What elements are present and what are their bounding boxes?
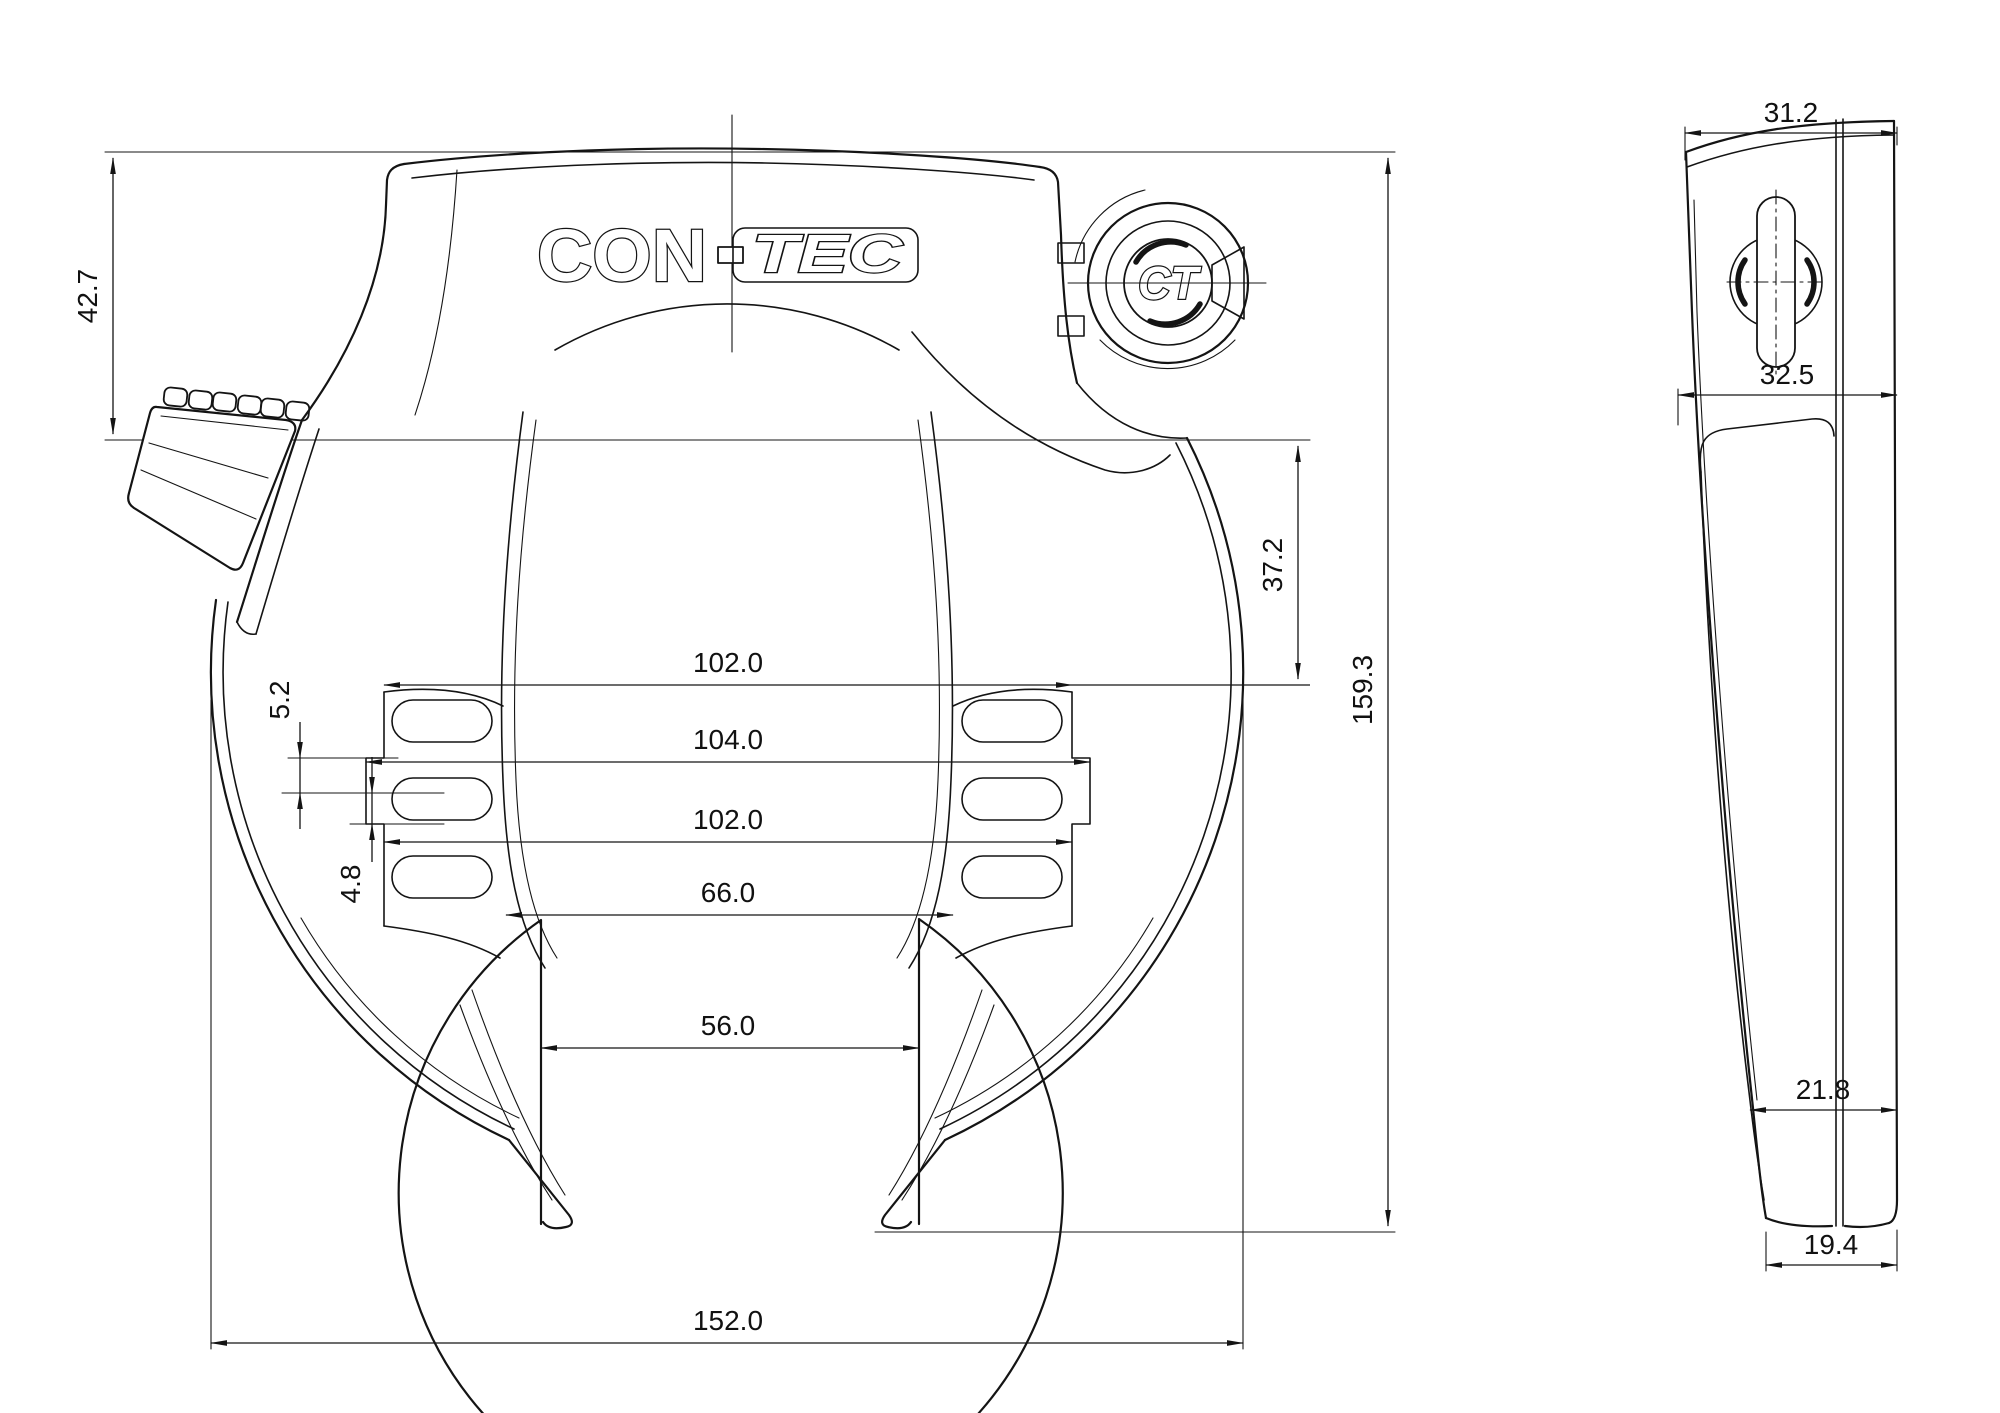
release-lever	[127, 386, 311, 571]
front-dimensions: 42.7 159.3 37.2 102.0 104.0	[72, 157, 1391, 1346]
key-cylinder	[1726, 189, 1826, 375]
channel-walls	[500, 411, 954, 969]
dimension-side-body-width: 32.5	[1677, 359, 1898, 426]
dimension-total-width: 152.0	[210, 1305, 1244, 1346]
ring-inner-opening	[397, 303, 1064, 1413]
logo-tec-text: TEC	[752, 224, 903, 284]
mounting-slots	[391, 699, 1063, 899]
dim-slot-width-top-label: 102.0	[693, 647, 763, 678]
con-tec-logo: CON TEC	[536, 213, 919, 298]
mounting-slot	[961, 777, 1063, 821]
dim-slot-width-bottom-label: 102.0	[693, 804, 763, 835]
mounting-slot	[961, 855, 1063, 899]
dimension-side-lower-width: 21.8	[1749, 1074, 1898, 1113]
mounting-slot	[961, 699, 1063, 743]
ring-outer-contour	[209, 436, 1245, 1142]
leg-tips	[459, 989, 995, 1230]
dim-total-width-label: 152.0	[693, 1305, 763, 1336]
dimension-lever-height: 42.7	[72, 157, 116, 435]
dim-step-width-label: 104.0	[693, 724, 763, 755]
dimension-step-width: 104.0	[365, 724, 1091, 765]
badge-tab	[1057, 242, 1085, 264]
dimension-housing-to-slot: 37.2	[1257, 445, 1301, 680]
mounting-slot	[391, 699, 493, 743]
dim-step-upper-label: 5.2	[264, 681, 295, 720]
side-view: 31.2 32.5 21.8 19.4	[1677, 97, 1899, 1272]
lock-housing	[235, 147, 1188, 636]
dim-side-lower-width-label: 21.8	[1796, 1074, 1851, 1105]
side-dimensions: 31.2 32.5 21.8 19.4	[1677, 97, 1898, 1272]
dimension-slot-width-top: 102.0	[383, 647, 1310, 688]
dim-side-top-width-label: 31.2	[1764, 97, 1819, 128]
dim-side-tip-width-label: 19.4	[1804, 1229, 1859, 1260]
front-view: CON TEC CT 42.7	[72, 114, 1396, 1413]
dim-step-lower-label: 4.8	[335, 865, 366, 904]
dimension-slot-width-bottom: 102.0	[383, 804, 1073, 845]
dimension-total-height: 159.3	[1347, 157, 1391, 1227]
dim-housing-to-slot-label: 37.2	[1257, 538, 1288, 593]
dim-opening-width-label: 56.0	[701, 1010, 756, 1041]
dim-lever-height-label: 42.7	[72, 269, 103, 324]
ct-badge: CT	[1057, 189, 1267, 370]
mounting-slot	[391, 855, 493, 899]
dimension-side-top-width: 31.2	[1684, 97, 1898, 161]
dim-inner-width-label: 66.0	[701, 877, 756, 908]
mounting-slot	[391, 777, 493, 821]
dim-total-height-label: 159.3	[1347, 655, 1378, 725]
dimension-step-lower: 4.8	[335, 757, 445, 904]
lever-grip-ridges	[162, 386, 311, 422]
badge-tab	[1057, 315, 1085, 337]
logo-con-text: CON	[537, 214, 707, 297]
dimension-side-tip-width: 19.4	[1765, 1229, 1898, 1272]
logo-tec-box	[732, 227, 919, 283]
dimension-opening-width: 56.0	[540, 1010, 920, 1051]
badge-keyway-wedge	[1211, 246, 1245, 320]
logo-dash	[717, 246, 744, 264]
reference-lines	[104, 114, 1396, 1350]
dim-side-body-width-label: 32.5	[1760, 359, 1815, 390]
dimension-step-upper: 5.2	[264, 681, 445, 829]
dimension-inner-width: 66.0	[505, 877, 954, 918]
